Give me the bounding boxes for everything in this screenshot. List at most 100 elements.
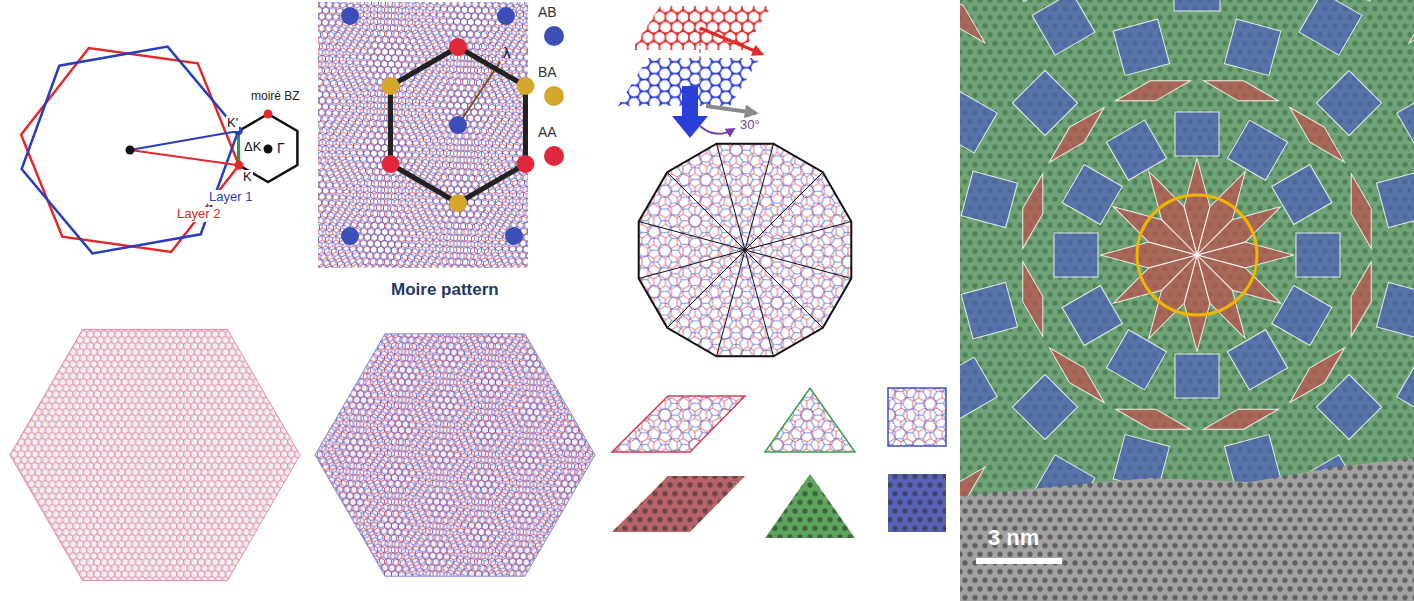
illustration-part [729, 0, 1414, 601]
illustration-part [639, 144, 852, 357]
point-label: ΔK [243, 140, 262, 155]
illustration-part [716, 0, 1414, 601]
illustration-part [639, 222, 745, 251]
illustration-part [341, 7, 359, 25]
illustration-part [745, 222, 851, 251]
panel-caption: Moire pattern [391, 280, 499, 300]
period-label: λ [503, 44, 511, 61]
illustration-part [801, 0, 1414, 601]
illustration-part [888, 474, 946, 532]
illustration-part [888, 388, 946, 446]
legend-swatch [544, 146, 564, 166]
illustration-part [497, 7, 515, 25]
zone-label: moiré BZ [250, 90, 301, 104]
illustration-part [382, 155, 400, 173]
illustration-part [657, 0, 1414, 601]
illustration-part [382, 77, 400, 95]
illustration-part [745, 144, 774, 250]
illustration-part [745, 250, 774, 356]
illustration-part [801, 0, 1414, 601]
tem-image [657, 0, 1414, 601]
illustration-part [700, 28, 762, 54]
illustration-part [449, 194, 467, 212]
flake-figures [8, 325, 600, 585]
illustration-part [8, 325, 304, 585]
illustration-part [765, 388, 855, 452]
illustration-part [765, 388, 855, 452]
legend-text: AB [538, 4, 557, 20]
illustration-part [745, 250, 823, 328]
k-vector [130, 131, 238, 150]
delta-k [237, 131, 241, 165]
stacking-sites [341, 7, 535, 245]
illustration-part [657, 0, 1414, 601]
tile-examples [612, 388, 946, 538]
k-dot [264, 110, 273, 119]
period-line [458, 62, 500, 125]
illustration-part [612, 476, 745, 532]
illustration-part [1054, 112, 1340, 398]
illustration-part [672, 86, 708, 138]
center-dot [126, 146, 135, 155]
illustration-part [657, 0, 1414, 601]
point-label: Γ [276, 140, 286, 156]
illustration-part [888, 388, 946, 446]
illustration-part [667, 250, 745, 328]
illustration-part [765, 474, 855, 538]
illustration-part [312, 330, 600, 580]
quasicrystal-dodecagon [636, 140, 856, 360]
illustration-part [745, 250, 851, 279]
illustration-part [612, 396, 745, 452]
illustration-part [312, 330, 600, 580]
illustration-part [976, 34, 1414, 476]
illustration-part [8, 325, 304, 585]
illustration-part [716, 0, 1414, 601]
illustration-part [716, 0, 1414, 601]
illustration-part [1065, 123, 1329, 387]
legend-text: AA [538, 124, 557, 140]
layer2-zone [8, 40, 252, 259]
illustration-part [312, 330, 600, 580]
illustration-part [1065, 123, 1329, 387]
illustration-part [636, 140, 856, 360]
legend-swatch [544, 26, 564, 46]
k-vector [130, 150, 239, 165]
lattice [318, 2, 528, 268]
gamma-dot [264, 145, 273, 154]
illustration-part [639, 250, 745, 279]
scale-label: 3 nm [988, 525, 1039, 550]
illustration-part [860, 0, 1414, 592]
illustration-part [888, 474, 946, 532]
scale-bar [976, 558, 1062, 564]
illustration-part [717, 250, 746, 356]
illustration-part [700, 126, 734, 134]
illustration-part [1137, 195, 1257, 315]
k-dot [234, 161, 243, 170]
illustration-part [657, 0, 1414, 601]
illustration-part [449, 116, 467, 134]
twisted-bilayer-figure [618, 6, 772, 138]
illustration-part [449, 38, 467, 56]
illustration-part [706, 106, 756, 113]
brillouin-zone-figure [5, 37, 297, 263]
point-label: K [242, 170, 253, 185]
illustration-part [341, 227, 359, 245]
illustration-part [745, 172, 823, 250]
illustration-part [717, 144, 746, 250]
illustration-part [845, 0, 1414, 601]
illustration-part [639, 144, 852, 357]
layer-label: Layer 2 [176, 207, 221, 222]
illustration-part [517, 155, 535, 173]
illustration-part [612, 476, 745, 532]
illustration-part [315, 334, 595, 576]
moire-figure [318, 2, 535, 268]
illustration-part [505, 227, 523, 245]
point-label: K' [226, 116, 239, 131]
illustration-part [667, 172, 745, 250]
legend-swatch [544, 86, 564, 106]
illustration-part [517, 77, 535, 95]
layer-label: Layer 1 [208, 190, 253, 205]
illustration-part [636, 140, 856, 360]
legend-text: BA [538, 64, 557, 80]
